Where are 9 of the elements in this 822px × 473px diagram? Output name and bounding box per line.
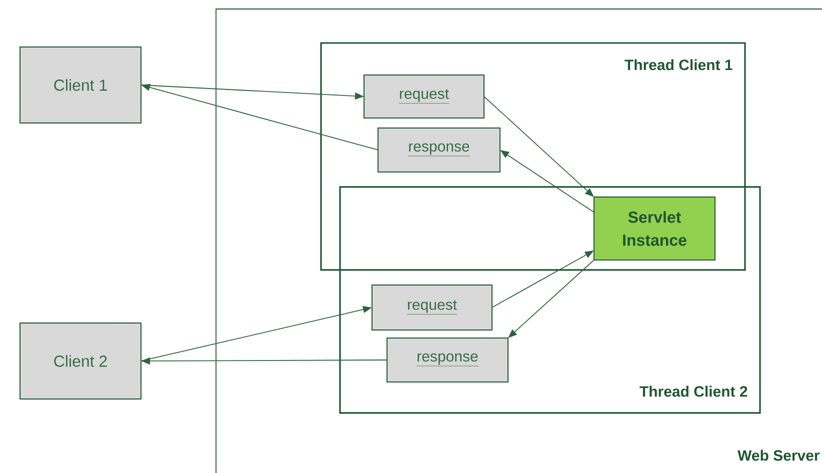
servlet-box: Servlet Instance (594, 196, 716, 260)
client-box: Client 2 (20, 322, 142, 400)
message-box: request (372, 284, 492, 330)
message-box: response (378, 128, 500, 172)
message-box: response (386, 338, 508, 382)
message-box: request (364, 74, 484, 118)
arrow (484, 96, 594, 197)
arrow (508, 260, 594, 338)
client-box: Client 1 (20, 46, 142, 124)
